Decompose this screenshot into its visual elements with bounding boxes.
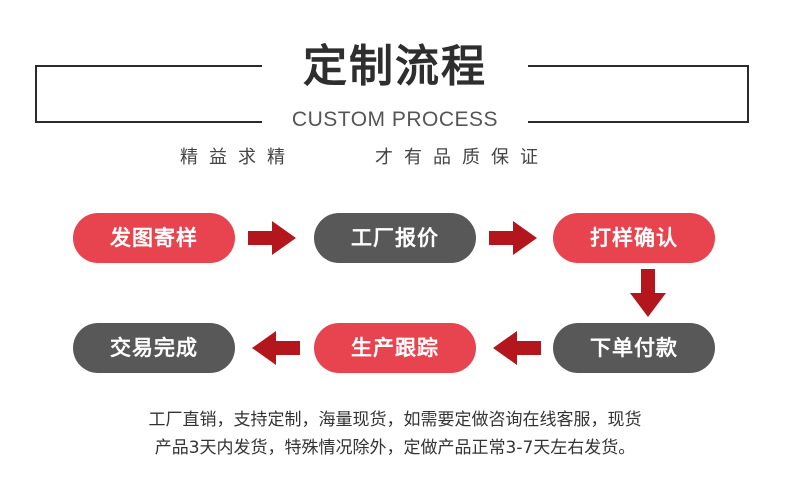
arrow-down-icon xyxy=(630,269,666,317)
note-line-2: 产品3天内发货，特殊情况除外，定做产品正常3-7天左右发货。 xyxy=(154,438,636,458)
arrow-left-icon xyxy=(493,331,541,365)
step-factory-quote: 工厂报价 xyxy=(314,213,476,263)
note-line-1: 工厂直销，支持定制，海量现货，如需要定做咨询在线客服，现货 xyxy=(148,410,642,430)
page-subtitle: CUSTOM PROCESS xyxy=(291,108,499,131)
slogan-right: 才有品质保证 xyxy=(375,147,549,168)
arrow-right-icon xyxy=(489,221,537,255)
title-backdrop xyxy=(262,40,528,136)
step-send-sample: 发图寄样 xyxy=(73,213,235,263)
step-deal-complete: 交易完成 xyxy=(73,323,235,373)
arrow-right-icon xyxy=(248,221,296,255)
step-production-tracking: 生产跟踪 xyxy=(314,323,476,373)
step-proof-confirm: 打样确认 xyxy=(553,213,715,263)
arrow-left-icon xyxy=(252,331,300,365)
step-order-payment: 下单付款 xyxy=(553,323,715,373)
slogan-left: 精益求精 xyxy=(180,147,296,168)
page-title: 定制流程 xyxy=(303,41,487,92)
